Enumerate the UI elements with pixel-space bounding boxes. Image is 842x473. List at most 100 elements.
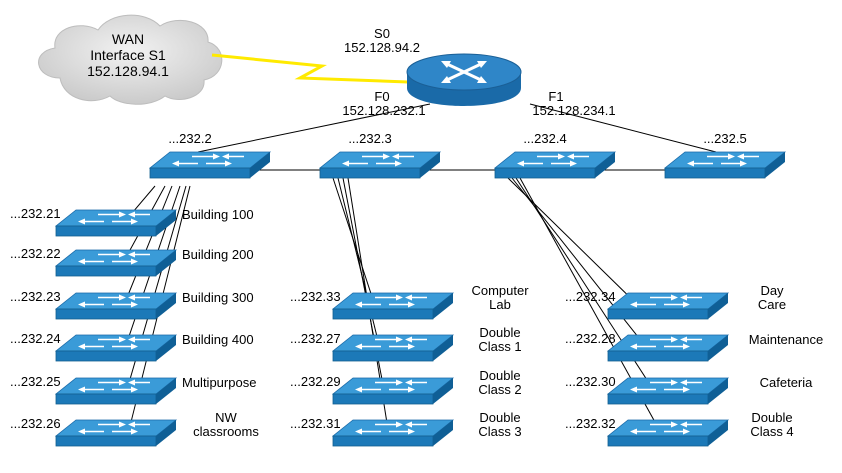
- access-switch-ip: ...232.31: [290, 416, 341, 431]
- access-switch-ip: ...232.21: [10, 206, 61, 221]
- switch-arrows-icon: [78, 421, 150, 435]
- access-switch-1-6[interactable]: [54, 419, 178, 447]
- switch-arrows-icon: [78, 336, 150, 350]
- access-switch-3-4[interactable]: [606, 419, 730, 447]
- links-layer: [115, 103, 717, 443]
- switch-top-face: [331, 377, 455, 395]
- router-f1-name: F1: [548, 89, 563, 104]
- access-switch-name: Building 300: [182, 290, 254, 305]
- switch-front-face: [149, 167, 251, 179]
- access-switch-ip: ...232.28: [565, 331, 616, 346]
- switch-top-face: [606, 377, 730, 395]
- switch-side-face: [708, 378, 728, 404]
- switch-top-face: [54, 292, 178, 310]
- switch-arrows-icon: [630, 294, 702, 308]
- access-switch-name: Building 100: [182, 207, 254, 222]
- access-switch-2-3[interactable]: [331, 377, 455, 405]
- access-switch-ip: ...232.33: [290, 289, 341, 304]
- wan-interface-label: Interface S1: [90, 47, 166, 63]
- switch-front-face: [607, 393, 709, 405]
- switch-arrows-icon: [78, 294, 150, 308]
- switch-side-face: [156, 335, 176, 361]
- access-switch-ip: ...232.32: [565, 416, 616, 431]
- switch-front-face: [55, 435, 157, 447]
- switch-side-face: [156, 420, 176, 446]
- access-switch-name: Class 3: [478, 424, 521, 439]
- access-switch-name: Double: [479, 368, 520, 383]
- router-f1-ip: 152.128.234.1: [532, 103, 615, 118]
- core-switch-2[interactable]: [318, 151, 442, 179]
- access-switch-3-1[interactable]: [606, 292, 730, 320]
- switch-top-face: [331, 334, 455, 352]
- router-s0-ip: 152.128.94.2: [344, 40, 420, 55]
- switch-arrows-icon: [630, 379, 702, 393]
- wan-label: WAN: [112, 31, 144, 47]
- switch-top-face: [54, 249, 178, 267]
- switch-front-face: [55, 265, 157, 277]
- access-switch-ip: ...232.23: [10, 289, 61, 304]
- access-switch-name: Class 4: [750, 424, 793, 439]
- access-switch-name: Computer: [471, 283, 529, 298]
- switch-arrows-icon: [78, 211, 150, 225]
- access-switch-1-5[interactable]: [54, 377, 178, 405]
- router-f0-name: F0: [374, 89, 389, 104]
- switch-front-face: [332, 393, 434, 405]
- switch-side-face: [433, 293, 453, 319]
- link-core-access: [342, 177, 387, 401]
- core-switch-4[interactable]: [663, 151, 787, 179]
- switch-front-face: [494, 167, 596, 179]
- switch-side-face: [156, 250, 176, 276]
- switch-front-face: [332, 350, 434, 362]
- switch-side-face: [250, 152, 270, 178]
- access-switch-name: Double: [479, 410, 520, 425]
- access-switch-2-1[interactable]: [331, 292, 455, 320]
- switch-top-face: [606, 292, 730, 310]
- access-switch-name: Building 400: [182, 332, 254, 347]
- access-switch-ip: ...232.29: [290, 374, 341, 389]
- switch-top-face: [606, 419, 730, 437]
- link-core-access: [332, 177, 379, 316]
- switch-arrows-icon: [342, 153, 414, 167]
- core-switch-ip: ...232.4: [523, 131, 566, 146]
- access-switch-1-1[interactable]: [54, 209, 178, 237]
- access-switch-name: Building 200: [182, 247, 254, 262]
- access-switch-1-3[interactable]: [54, 292, 178, 320]
- access-switch-ip: ...232.34: [565, 289, 616, 304]
- access-switch-ip: ...232.26: [10, 416, 61, 431]
- wan-ip-label: 152.128.94.1: [87, 63, 169, 79]
- switch-front-face: [55, 350, 157, 362]
- core-switch-3[interactable]: [493, 151, 617, 179]
- switch-top-face: [331, 419, 455, 437]
- switch-arrows-icon: [78, 251, 150, 265]
- switch-arrows-icon: [355, 336, 427, 350]
- switch-front-face: [55, 225, 157, 237]
- switch-side-face: [433, 420, 453, 446]
- access-switch-name: Lab: [489, 297, 511, 312]
- core-switch-1[interactable]: [148, 151, 272, 179]
- access-switch-3-2[interactable]: [606, 334, 730, 362]
- access-switch-1-2[interactable]: [54, 249, 178, 277]
- switch-front-face: [332, 308, 434, 320]
- switch-arrows-icon: [355, 294, 427, 308]
- access-switch-name: Day: [760, 283, 784, 298]
- access-switch-name: Maintenance: [749, 332, 823, 347]
- switch-side-face: [156, 293, 176, 319]
- access-switch-name: Multipurpose: [182, 375, 256, 390]
- access-switch-ip: ...232.24: [10, 331, 61, 346]
- switch-arrows-icon: [687, 153, 759, 167]
- access-switch-2-4[interactable]: [331, 419, 455, 447]
- switch-side-face: [156, 210, 176, 236]
- router[interactable]: [406, 53, 522, 106]
- core-switch-ip: ...232.5: [703, 131, 746, 146]
- switch-front-face: [319, 167, 421, 179]
- access-switch-2-2[interactable]: [331, 334, 455, 362]
- switch-front-face: [664, 167, 766, 179]
- switch-side-face: [708, 293, 728, 319]
- access-switch-3-3[interactable]: [606, 377, 730, 405]
- access-switch-1-4[interactable]: [54, 334, 178, 362]
- switch-top-face: [54, 419, 178, 437]
- link-router-core-1: [197, 103, 431, 153]
- switch-top-face: [606, 334, 730, 352]
- switch-arrows-icon: [630, 421, 702, 435]
